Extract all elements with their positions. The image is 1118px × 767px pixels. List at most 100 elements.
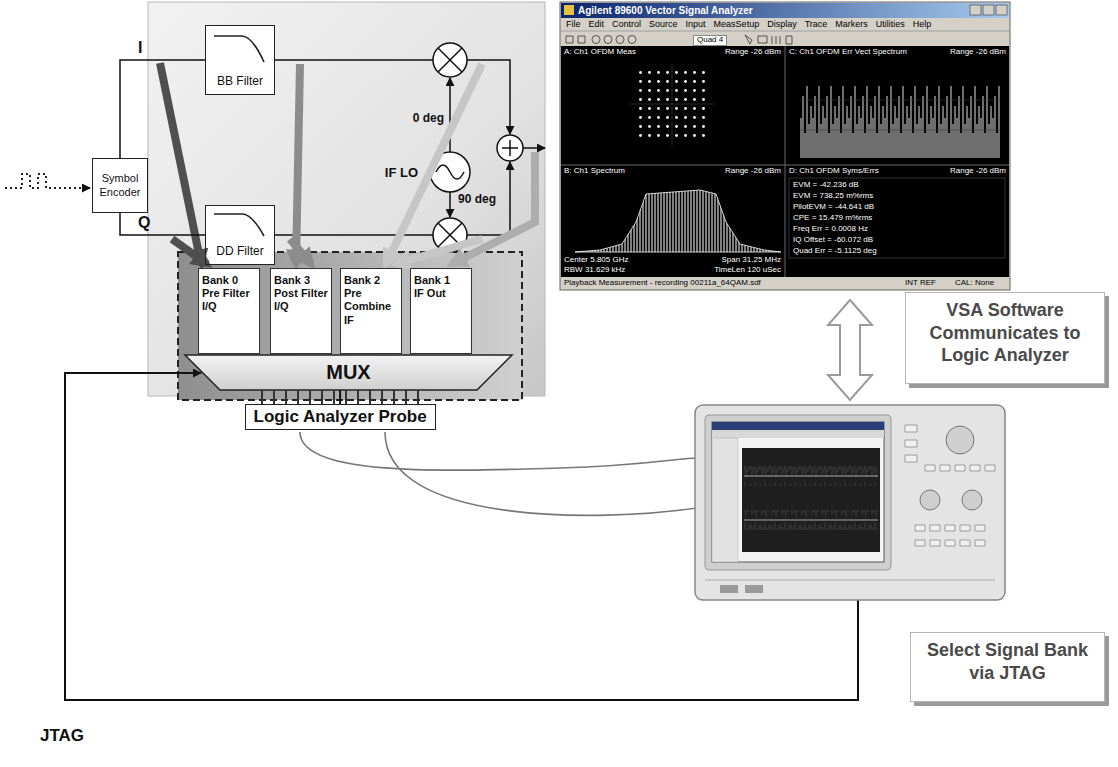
- node-title: MUX: [326, 361, 370, 384]
- node-title: Bank 3: [274, 274, 328, 287]
- menu-item: Utilities: [876, 20, 905, 30]
- window-title: Agilent 89600 Vector Signal Analyzer: [578, 5, 753, 16]
- signal-bank: Bank 1IF Out: [410, 268, 472, 354]
- filter-ground: [205, 25, 275, 95]
- measurement-readout: CPE = 15.479 m%rms: [793, 214, 872, 223]
- status-text: CAL: None: [955, 279, 994, 288]
- toolbar-icons: [566, 35, 792, 44]
- toolbar-field: Quad 4: [693, 35, 727, 46]
- oscillator-node: IF LO: [370, 152, 470, 192]
- constellation-axes: [630, 64, 714, 146]
- node-title: IF LO: [385, 165, 418, 180]
- window-button: [983, 5, 994, 15]
- signal-label: I: [138, 40, 142, 56]
- measurement-readout: Quad Err = -5.1125 deg: [793, 247, 877, 256]
- grid-lines: [800, 100, 1000, 130]
- measurement-readout: EVM = 738.25 m%rms: [793, 192, 873, 201]
- axis-annotation: Center 5.805 GHz: [564, 256, 628, 265]
- port: [720, 585, 738, 593]
- signal-wire: [339, 390, 341, 404]
- app-icon: [564, 5, 574, 15]
- signal-bank: Bank 0Pre Filter I/Q: [198, 268, 260, 354]
- node-title: VSA Software Communicates to Logic Analy…: [914, 299, 1096, 367]
- plus-symbol: [502, 140, 518, 156]
- node-title: Select Signal Bank via JTAG: [919, 639, 1096, 684]
- measurement-readout: Freq Err = 0.0008 Hz: [793, 225, 868, 234]
- screen-toolbar: [712, 430, 884, 438]
- waveform-trace: [744, 476, 878, 520]
- tap-arrow: [386, 64, 482, 264]
- sine-symbol: [436, 165, 464, 179]
- knob: [920, 490, 940, 510]
- probe-cable: [385, 432, 697, 515]
- axis-annotation: TimeLen 120 uSec: [714, 266, 781, 275]
- trace-range: Range -26 dBm: [950, 48, 1006, 57]
- knob: [962, 490, 982, 510]
- callout-box: VSA Software Communicates to Logic Analy…: [905, 292, 1105, 384]
- status-text: Playback Measurement - recording 00211a_…: [564, 279, 761, 288]
- summer-symbol: [497, 135, 523, 161]
- tap-arrow: [172, 239, 207, 264]
- multiplexer: MUX: [185, 355, 512, 390]
- mux-trapezoid: [185, 355, 512, 390]
- fpga-capture-region: [178, 252, 522, 400]
- status-text: INT REF: [905, 279, 936, 288]
- node-body: Post Filter I/Q: [274, 287, 328, 313]
- probe-box: Logic Analyzer Probe: [245, 404, 436, 430]
- node-title: Bank 1: [414, 274, 468, 287]
- lo-wire: [449, 192, 451, 217]
- trace-range: Range -26 dBm: [950, 167, 1006, 176]
- status-bar: [561, 278, 1009, 289]
- menu-item: File: [566, 20, 581, 30]
- window-button: [970, 5, 981, 15]
- menu-item: Trace: [805, 20, 828, 30]
- node-body: IF Out: [414, 287, 468, 300]
- axis-annotation: Span 31.25 MHz: [721, 256, 781, 265]
- title-bar: [561, 3, 1009, 18]
- display-area: [561, 46, 1009, 277]
- logic-analyzer-photo: [695, 405, 1005, 600]
- signal-wire: [120, 60, 205, 158]
- screen-sidebar: [712, 438, 738, 562]
- menu-item: Markers: [835, 20, 868, 30]
- wire: [467, 60, 510, 134]
- node-body: Pre Filter I/Q: [202, 287, 256, 313]
- output-wire: [523, 147, 545, 149]
- node-title: Logic Analyzer Probe: [254, 407, 427, 427]
- node-title: Bank 0: [202, 274, 256, 287]
- measurement-readout: PilotEVM = -44.641 dB: [793, 203, 874, 212]
- screen-title-bar: [712, 422, 884, 430]
- measurement-readout: IQ Offset = -60.072 dB: [793, 236, 873, 245]
- menu-item: Source: [649, 20, 678, 30]
- knob: [946, 426, 974, 454]
- table-frame: [789, 178, 1005, 258]
- quadrant-dividers: [561, 46, 1009, 277]
- axis-annotation: RBW 31.629 kHz: [564, 266, 625, 275]
- trace-title: C: Ch1 OFDM Err Vect Spectrum: [789, 48, 907, 57]
- phase-label: 0 deg: [413, 112, 444, 125]
- filter-ground: [205, 205, 275, 265]
- spectrum-trace: [575, 190, 781, 252]
- probe-cable: [300, 432, 697, 470]
- bitstream-input: [5, 174, 90, 188]
- port: [745, 585, 763, 593]
- screen-waveform-area: [742, 448, 880, 552]
- node-title: Bank 2: [344, 274, 398, 287]
- filter-box: BB Filter: [205, 25, 275, 95]
- tap-arrow: [452, 152, 535, 264]
- node-title: BB Filter: [217, 75, 263, 89]
- trace-title: A: Ch1 OFDM Meas: [564, 48, 636, 57]
- tap-arrow: [296, 64, 300, 264]
- node-body: Pre Combine IF: [344, 287, 398, 327]
- encoder-box: Symbol Encoder: [92, 158, 148, 213]
- menu-item: Input: [686, 20, 706, 30]
- mixer-symbol: [433, 43, 467, 77]
- analyzer-trim: [705, 580, 995, 581]
- mixer-cross: [438, 48, 462, 72]
- interface-label: JTAG: [40, 727, 84, 746]
- analyzer-bezel: [705, 415, 891, 570]
- trace-title: D: Ch1 OFDM Syms/Errs: [789, 167, 879, 176]
- signal-label: Q: [138, 215, 150, 231]
- vsa-screenshot: [560, 2, 1010, 290]
